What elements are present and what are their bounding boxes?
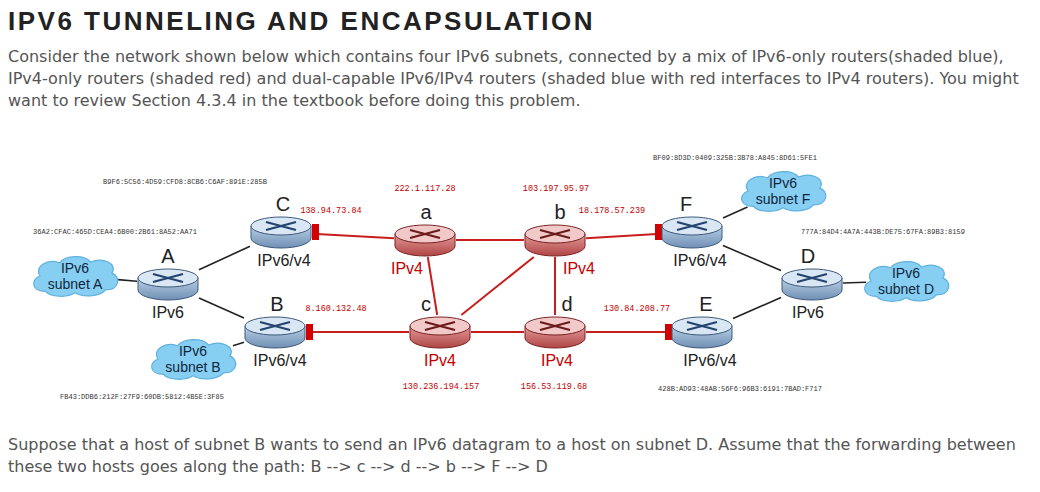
ipv6-link <box>199 246 250 269</box>
ipv4-address: 156.53.119.68 <box>520 383 588 392</box>
page-title: IPV6 TUNNELING AND ENCAPSULATION <box>8 6 595 37</box>
router-letter: E <box>697 294 714 314</box>
subnet-cloud: IPv6 subnet A <box>29 254 121 298</box>
subnet-cloud: IPv6 subnet F <box>737 169 829 213</box>
ipv4-address: 18.178.57.239 <box>578 207 646 216</box>
ipv6-address: FB43:DDB6:212F:27F9:60DB:5812:4B5E:3F85 <box>59 394 225 402</box>
ipv4-router-icon <box>524 223 586 257</box>
ipv6-link <box>723 207 748 218</box>
dual-stack-router: EIPv6/v4 <box>671 315 733 349</box>
ipv6-address: 428B:AD93:48AB:56F6:96B3:6191:7BAD:F717 <box>657 386 823 394</box>
router-type: IPv4 <box>389 260 425 278</box>
ipv6-link <box>199 298 244 318</box>
router-type: IPv6/v4 <box>681 352 738 370</box>
ipv4-router: dIPv4 <box>524 315 586 349</box>
router-letter: b <box>552 202 567 222</box>
paragraph-text: Consider the network shown below which c… <box>8 46 1028 112</box>
ipv4-router-icon <box>394 223 456 257</box>
ipv4-interface <box>312 224 319 240</box>
router-letter: C <box>274 194 292 214</box>
router-letter: F <box>678 194 694 214</box>
router-type: IPv6 <box>150 304 186 322</box>
ipv6-address: 36A2:CFAC:465D:CEA4:6B00:2B61:8A52:AA71 <box>32 229 198 237</box>
router-type: IPv6/v4 <box>671 252 728 270</box>
router-letter: A <box>159 246 176 266</box>
ipv4-router-icon <box>524 315 586 349</box>
ipv4-link <box>456 240 524 241</box>
ipv4-router: aIPv4 <box>394 223 456 257</box>
subnet-name: IPv6 subnet A <box>42 260 108 292</box>
ipv6-router-icon <box>781 267 843 301</box>
ipv4-link <box>471 332 524 333</box>
ipv4-address: 130.236.194.157 <box>402 383 481 392</box>
ipv4-link <box>461 257 534 315</box>
dual-stack-router: FIPv6/v4 <box>661 215 723 249</box>
ipv6-link <box>733 298 781 319</box>
router-type: IPv6 <box>790 304 826 322</box>
ipv6-router-icon <box>250 215 312 249</box>
ipv6-router-icon <box>671 315 733 349</box>
ipv4-address: 138.94.73.84 <box>299 207 362 216</box>
paragraph-text: Suppose that a host of subnet B wants to… <box>8 434 1028 478</box>
router-letter: c <box>419 294 433 314</box>
ipv6-router-icon <box>244 315 306 349</box>
dual-stack-router: BIPv6/v4 <box>244 315 306 349</box>
ipv4-link <box>555 257 556 315</box>
ipv4-interface <box>655 224 662 240</box>
ipv6-link <box>843 282 866 284</box>
ipv4-interface <box>665 324 672 340</box>
router-letter: D <box>799 246 817 266</box>
ipv4-router: bIPv4 <box>524 223 586 257</box>
ipv4-router-icon <box>409 315 471 349</box>
ipv6-router: AIPv6 <box>137 267 199 301</box>
ipv6-router-icon <box>661 215 723 249</box>
ipv4-router: cIPv4 <box>409 315 471 349</box>
router-type: IPv6/v4 <box>255 252 312 270</box>
subnet-cloud: IPv6 subnet D <box>860 259 952 303</box>
ipv4-link <box>586 332 671 333</box>
subnet-name: IPv6 subnet B <box>160 343 226 375</box>
router-letter: B <box>268 294 285 314</box>
subnet-name: IPv6 subnet D <box>873 265 939 297</box>
ipv6-address: B9F6:5C56:4D59:CFD8:8CB6:C6AF:891E:285B <box>102 179 268 187</box>
router-type: IPv4 <box>561 260 597 278</box>
ipv4-address: 103.197.95.97 <box>522 185 590 194</box>
router-type: IPv4 <box>422 352 458 370</box>
ipv6-address: 777A:84D4:4A7A:443B:DE75:67FA:89B3:8159 <box>800 229 966 237</box>
ipv4-link <box>306 332 409 333</box>
ipv6-address: BF09:8D3D:0409:325B:3B78:A845:8D61:5FE1 <box>652 155 818 163</box>
ipv4-interface <box>306 324 313 340</box>
router-letter: a <box>418 202 433 222</box>
router-type: IPv6/v4 <box>251 352 308 370</box>
ipv4-link <box>312 234 394 239</box>
ipv4-address: 8.160.132.48 <box>304 305 367 314</box>
router-letter: d <box>559 294 574 314</box>
ipv4-link <box>586 234 661 238</box>
router-type: IPv4 <box>539 352 575 370</box>
ipv4-address: 130.84.208.77 <box>603 305 671 314</box>
ipv6-router: DIPv6 <box>781 267 843 301</box>
ipv6-link <box>723 245 781 270</box>
ipv6-link <box>233 342 244 346</box>
subnet-cloud: IPv6 subnet B <box>147 337 239 381</box>
ipv6-router-icon <box>137 267 199 301</box>
ipv4-address: 222.1.117.28 <box>393 185 456 194</box>
dual-stack-router: CIPv6/v4 <box>250 215 312 249</box>
subnet-name: IPv6 subnet F <box>750 175 816 207</box>
